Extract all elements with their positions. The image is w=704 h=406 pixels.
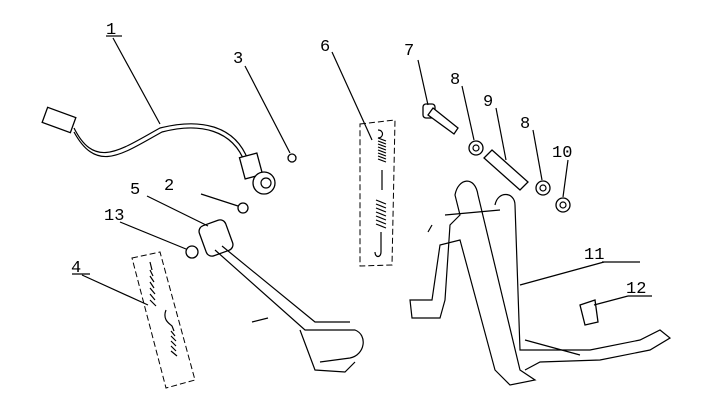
- part-13-washer: [119, 221, 199, 259]
- callout-8a: 8: [450, 71, 460, 90]
- part-8-washer-b: [532, 129, 551, 196]
- part-7-pivot-bolt: [417, 59, 459, 135]
- part-8-washer-a: [461, 85, 484, 156]
- part-3-screw: [244, 65, 297, 163]
- callout-8b: 8: [520, 115, 530, 134]
- callout-6: 6: [320, 38, 330, 57]
- callout-10: 10: [552, 144, 572, 163]
- part-1-sensor-cable: [41, 37, 276, 195]
- callout-7: 7: [404, 42, 414, 61]
- part-11-main-stand: [409, 180, 672, 386]
- callout-2: 2: [164, 177, 174, 196]
- part-12-stopper: [579, 295, 652, 326]
- callout-9: 9: [483, 93, 493, 112]
- part-2-bolt: [200, 193, 249, 214]
- part-10-nut: [555, 159, 571, 213]
- callout-11: 11: [584, 246, 604, 265]
- callout-3: 3: [233, 50, 243, 69]
- callout-1: 1: [106, 21, 116, 40]
- part-9-collar: [483, 107, 529, 191]
- part-4-spring: [81, 251, 196, 389]
- part-6-spring: [331, 51, 396, 267]
- callout-4: 4: [71, 259, 81, 278]
- callout-13: 13: [104, 207, 124, 226]
- part-5-side-stand: [146, 195, 364, 373]
- callout-5: 5: [130, 181, 140, 200]
- callout-12: 12: [626, 280, 646, 299]
